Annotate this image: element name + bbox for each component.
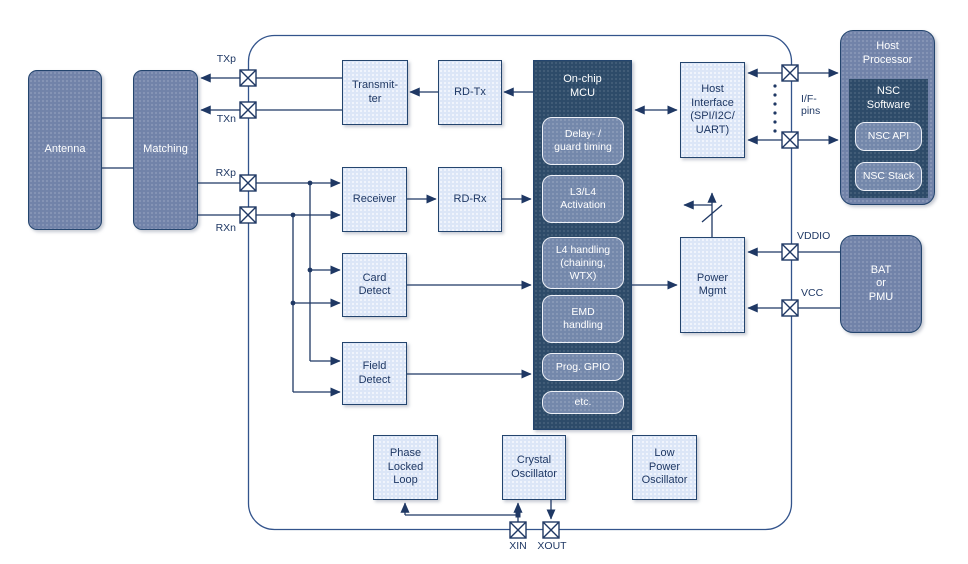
xout-pin-label: XOUT (537, 540, 567, 552)
mcu-feature-etc: etc. (542, 391, 624, 414)
txn-pin-label: TXn (216, 113, 236, 125)
rxp-pin-label: RXp (215, 167, 236, 179)
rxn-pin-label: RXn (215, 222, 236, 234)
mcu-feature-prog-gpio: Prog. GPIO (542, 353, 624, 381)
bat-or-pmu-block: BAT or PMU (840, 235, 922, 333)
field-detect-block: Field Detect (342, 342, 407, 405)
nsc-api-block: NSC API (855, 122, 922, 151)
if-pins-dotted-line (773, 84, 777, 133)
rd-tx-block: RD-Tx (438, 60, 502, 125)
pin-if-1 (781, 64, 799, 82)
pin-if-2 (781, 131, 799, 149)
pin-rxn (239, 206, 257, 224)
receiver-block: Receiver (342, 167, 407, 232)
if-pins-label: I/F- pins (801, 93, 821, 117)
matching-block: Matching (133, 70, 198, 230)
nsc-software-block: NSC Software NSC API NSC Stack (849, 79, 928, 198)
mcu-feature-delay-guard-timing: Delay- / guard timing (542, 117, 624, 165)
vcc-pin-label: VCC (801, 287, 824, 299)
nsc-stack-block: NSC Stack (855, 162, 922, 191)
host-interface-block: Host Interface (SPI/I2C/ UART) (680, 62, 745, 158)
nsc-software-title: NSC Software (866, 85, 911, 111)
power-mgmt-block: Power Mgmt (680, 237, 745, 333)
xin-pin-label: XIN (509, 540, 527, 552)
on-chip-mcu-block: On-chip MCU Delay- / guard timing L3/L4 … (533, 60, 632, 430)
host-processor-block: Host Processor NSC Software NSC API NSC … (840, 30, 935, 205)
pin-xout (542, 521, 560, 539)
phase-locked-loop-block: Phase Locked Loop (373, 435, 438, 500)
pin-rxp (239, 174, 257, 192)
pin-txn (239, 101, 257, 119)
antenna-block: Antenna (28, 70, 102, 230)
txp-pin-label: TXp (216, 53, 236, 65)
pin-vcc (781, 299, 799, 317)
vddio-pin-label: VDDIO (797, 230, 831, 242)
transmitter-block: Transmit- ter (342, 60, 408, 125)
mcu-title: On-chip MCU (563, 73, 602, 99)
mcu-feature-emd-handling: EMD handling (542, 295, 624, 343)
mcu-feature-l4-handling: L4 handling (chaining, WTX) (542, 237, 624, 289)
crystal-oscillator-block: Crystal Oscillator (502, 435, 566, 500)
mcu-feature-l3-l4-activation: L3/L4 Activation (542, 175, 624, 223)
pin-xin (509, 521, 527, 539)
low-power-oscillator-block: Low Power Oscillator (632, 435, 697, 500)
card-detect-block: Card Detect (342, 253, 407, 317)
pin-txp (239, 69, 257, 87)
host-processor-title: Host Processor (862, 40, 913, 66)
pin-vddio (781, 243, 799, 261)
rd-rx-block: RD-Rx (438, 167, 502, 232)
